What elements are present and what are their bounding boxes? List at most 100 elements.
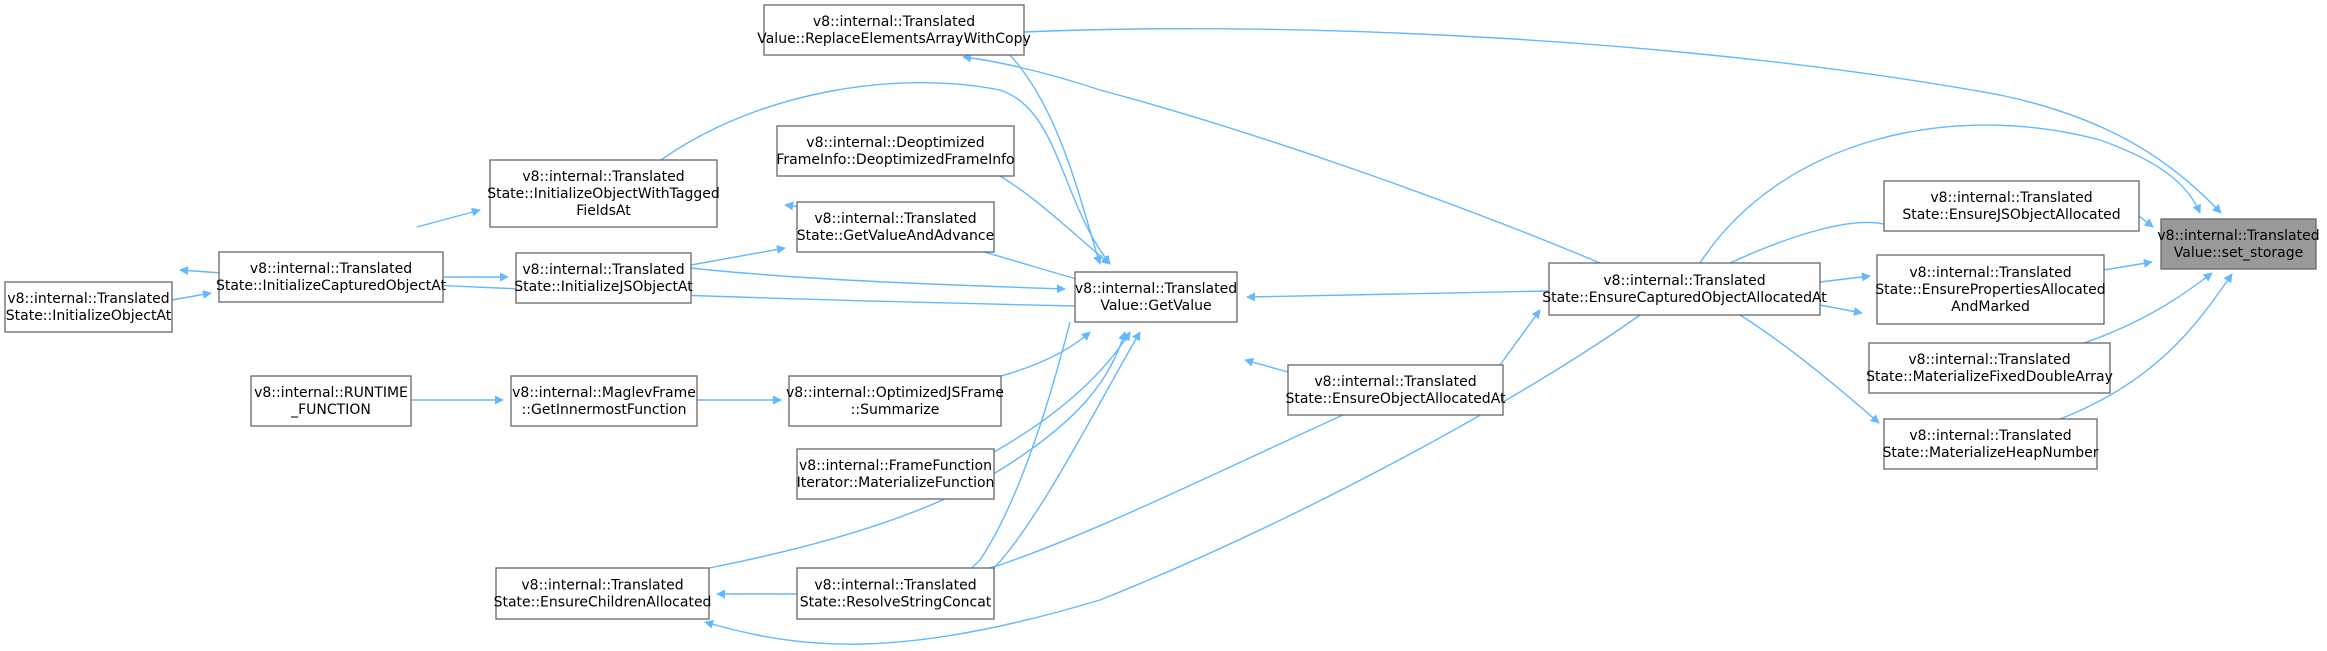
node-label-line: Value::ReplaceElementsArrayWithCopy xyxy=(757,31,1031,47)
node-label-line: v8::internal::Translated xyxy=(1314,374,1476,390)
node-label-line: v8::internal::Translated xyxy=(2157,228,2319,244)
edge-arrow xyxy=(999,175,1111,265)
node-replace-elements[interactable]: v8::internal::TranslatedValue::ReplaceEl… xyxy=(757,4,1031,56)
node-ensure-object-allocated[interactable]: v8::internal::TranslatedState::EnsureObj… xyxy=(1285,364,1506,416)
node-label-line: v8::internal::Translated xyxy=(814,578,976,594)
node-maglev-innermost[interactable]: v8::internal::MaglevFrame::GetInnermostF… xyxy=(510,375,698,427)
node-init-js-object[interactable]: v8::internal::TranslatedState::Initializ… xyxy=(514,252,693,304)
node-set-storage[interactable]: v8::internal::TranslatedValue::set_stora… xyxy=(2157,218,2320,270)
node-box xyxy=(1868,342,2111,394)
node-label-line: v8::internal::Translated xyxy=(1909,265,2071,281)
node-label-line: State::EnsureCapturedObjectAllocatedAt xyxy=(1542,290,1827,306)
node-label-line: v8::internal::Translated xyxy=(1909,428,2071,444)
node-box xyxy=(796,201,995,253)
node-label-line: v8::internal::Translated xyxy=(521,578,683,594)
node-init-object-tagged[interactable]: v8::internal::TranslatedState::Initializ… xyxy=(487,159,720,228)
node-runtime-function[interactable]: v8::internal::RUNTIME_FUNCTION xyxy=(250,375,412,427)
node-box xyxy=(788,375,1002,427)
edge-arrow xyxy=(416,207,481,228)
node-label-line: Value::set_storage xyxy=(2174,245,2303,261)
node-label-line: v8::internal::MaglevFrame xyxy=(512,385,696,401)
node-init-object-at[interactable]: v8::internal::TranslatedState::Initializ… xyxy=(4,281,173,333)
node-deoptimized-frame-info[interactable]: v8::internal::DeoptimizedFrameInfo::Deop… xyxy=(776,125,1015,177)
node-label-line: State::MaterializeHeapNumber xyxy=(1882,445,2098,461)
node-label-line: Iterator::MaterializeFunction xyxy=(797,475,995,491)
edge-arrow xyxy=(660,81,1111,265)
node-label-line: State::EnsurePropertiesAllocated xyxy=(1875,282,2105,298)
node-box xyxy=(4,281,173,333)
node-materialize-heap-number[interactable]: v8::internal::TranslatedState::Materiali… xyxy=(1882,418,2099,470)
node-label-line: v8::internal::RUNTIME xyxy=(254,385,408,401)
node-materialize-fixed-double[interactable]: v8::internal::TranslatedState::Materiali… xyxy=(1866,342,2113,394)
node-init-captured-object[interactable]: v8::internal::TranslatedState::Initializ… xyxy=(216,251,447,303)
node-box xyxy=(1883,180,2140,232)
node-label-line: _FUNCTION xyxy=(290,402,371,418)
node-label-line: v8::internal::OptimizedJSFrame xyxy=(786,385,1004,401)
node-box xyxy=(2160,218,2317,270)
node-box xyxy=(776,125,1015,177)
node-box xyxy=(489,159,718,228)
node-label-line: ::GetInnermostFunction xyxy=(522,402,687,418)
node-box xyxy=(495,567,710,620)
edge-arrow xyxy=(993,331,1141,569)
edge-arrow xyxy=(2059,273,2233,420)
node-optimized-summarize[interactable]: v8::internal::OptimizedJSFrame::Summariz… xyxy=(786,375,1004,427)
edge-arrow xyxy=(1739,314,1880,424)
node-box xyxy=(1876,254,2105,325)
node-label-line: State::ResolveStringConcat xyxy=(800,595,992,611)
node-ensure-properties-allocated[interactable]: v8::internal::TranslatedState::EnsurePro… xyxy=(1875,254,2106,325)
node-label-line: v8::internal::Translated xyxy=(522,262,684,278)
edge-arrow xyxy=(962,53,1601,264)
node-label-line: State::EnsureJSObjectAllocated xyxy=(1902,207,2120,223)
edge-arrow xyxy=(2138,215,2154,228)
node-label-line: v8::internal::Translated xyxy=(1603,273,1765,289)
node-label-line: State::InitializeObjectWithTagged xyxy=(487,186,720,202)
edge-arrow xyxy=(171,290,212,301)
node-box xyxy=(515,252,692,304)
node-label-line: State::EnsureChildrenAllocated xyxy=(494,595,712,611)
node-box xyxy=(1287,364,1504,416)
node-label-line: State::MaterializeFixedDoubleArray xyxy=(1866,369,2113,385)
node-ensure-captured-object[interactable]: v8::internal::TranslatedState::EnsureCap… xyxy=(1542,262,1827,316)
edge-arrow xyxy=(690,245,786,266)
node-label-line: v8::internal::Translated xyxy=(7,291,169,307)
edge-arrow xyxy=(1819,304,1863,316)
edge-arrow xyxy=(1244,357,1289,373)
edge-arrow xyxy=(1023,27,2222,214)
node-box xyxy=(250,375,412,427)
node-label-line: v8::internal::Translated xyxy=(1075,281,1237,297)
node-frame-function-iterator[interactable]: v8::internal::FrameFunctionIterator::Mat… xyxy=(796,448,995,500)
node-ensure-js-object-allocated[interactable]: v8::internal::TranslatedState::EnsureJSO… xyxy=(1883,180,2140,232)
node-box xyxy=(796,448,995,500)
node-label-line: v8::internal::Deoptimized xyxy=(806,135,984,151)
node-box xyxy=(510,375,698,427)
edge-arrow xyxy=(1000,331,1091,377)
node-get-value-and-advance[interactable]: v8::internal::TranslatedState::GetValueA… xyxy=(796,201,995,253)
node-label-line: State::InitializeCapturedObjectAt xyxy=(216,278,447,294)
node-box xyxy=(1883,418,2098,470)
edge-arrow xyxy=(690,267,1066,294)
edge-arrow xyxy=(1729,220,1896,264)
node-label-line: v8::internal::Translated xyxy=(522,169,684,185)
edge-arrow xyxy=(2083,272,2213,344)
node-label-line: v8::internal::Translated xyxy=(814,211,976,227)
node-label-line: Value::GetValue xyxy=(1100,298,1211,314)
node-label-line: FieldsAt xyxy=(576,203,631,219)
edge-arrow xyxy=(2103,258,2153,271)
node-resolve-string-concat[interactable]: v8::internal::TranslatedState::ResolveSt… xyxy=(796,567,995,620)
edges-layer xyxy=(171,27,2233,645)
node-label-line: State::GetValueAndAdvance xyxy=(797,228,995,244)
node-ensure-children-allocated[interactable]: v8::internal::TranslatedState::EnsureChi… xyxy=(494,567,712,620)
edge-arrow xyxy=(1819,272,1871,283)
edge-arrow xyxy=(983,251,1086,284)
node-box xyxy=(1074,271,1238,323)
node-label-line: State::EnsureObjectAllocatedAt xyxy=(1285,391,1506,407)
edge-arrow xyxy=(1699,124,2201,264)
node-label-line: State::InitializeJSObjectAt xyxy=(514,279,693,295)
node-label-line: State::InitializeObjectAt xyxy=(6,308,172,324)
edge-arrow xyxy=(704,314,1641,645)
node-label-line: FrameInfo::DeoptimizedFrameInfo xyxy=(776,152,1014,168)
node-box xyxy=(796,567,995,620)
